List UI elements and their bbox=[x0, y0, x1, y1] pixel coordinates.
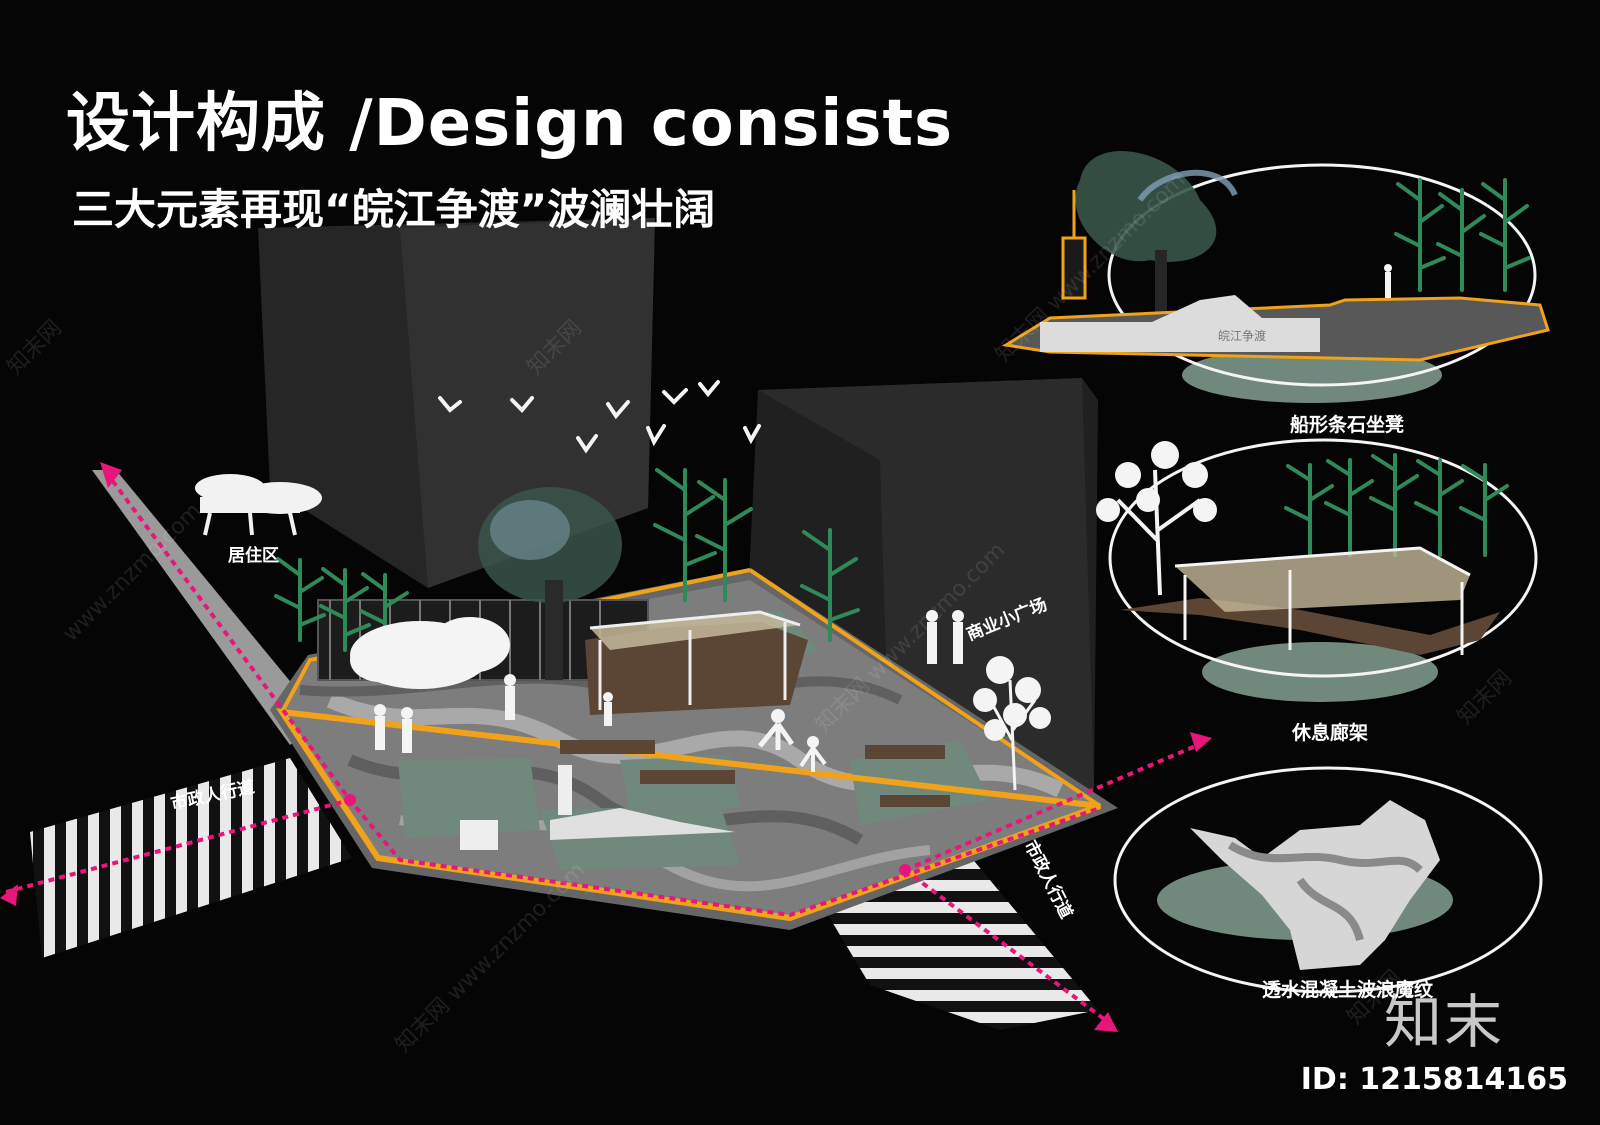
crosswalk-right bbox=[828, 850, 1098, 1030]
pedestrian-route bbox=[5, 470, 1206, 1027]
pergola-model bbox=[585, 610, 808, 715]
white-cloud-tree bbox=[350, 617, 510, 689]
caption-pergola: 休息廊架 bbox=[1292, 722, 1369, 744]
residential-silhouette bbox=[195, 474, 322, 536]
page-subtitle: 三大元素再现“皖江争渡”波澜壮阔 bbox=[72, 185, 716, 234]
birds bbox=[438, 380, 761, 454]
benches bbox=[560, 740, 950, 807]
page-title: 设计构成 /Design consists bbox=[66, 87, 954, 161]
people-silhouettes bbox=[374, 610, 964, 772]
panel-pergola bbox=[1096, 438, 1538, 702]
caption-concrete-pattern: 透水混凝土波浪魔纹 bbox=[1262, 979, 1434, 1001]
central-tree bbox=[478, 487, 622, 680]
panel-concrete-pattern bbox=[1113, 766, 1543, 994]
route-arrows bbox=[0, 462, 1212, 1032]
label-residential: 居住区 bbox=[228, 546, 279, 566]
brand-logo-text: 知末 bbox=[1383, 988, 1504, 1056]
trees bbox=[274, 468, 860, 657]
image-id: ID: 1215814165 bbox=[1300, 1062, 1568, 1097]
caption-boat-bench: 船形条石坐凳 bbox=[1290, 414, 1405, 436]
panel-boat-bench: 皖江争渡 bbox=[1001, 151, 1550, 403]
crosswalk-left bbox=[30, 758, 352, 958]
boat-bench-sign: 皖江争渡 bbox=[1218, 328, 1266, 343]
stone-boat-bench bbox=[550, 808, 735, 840]
flower-tree bbox=[973, 656, 1051, 791]
